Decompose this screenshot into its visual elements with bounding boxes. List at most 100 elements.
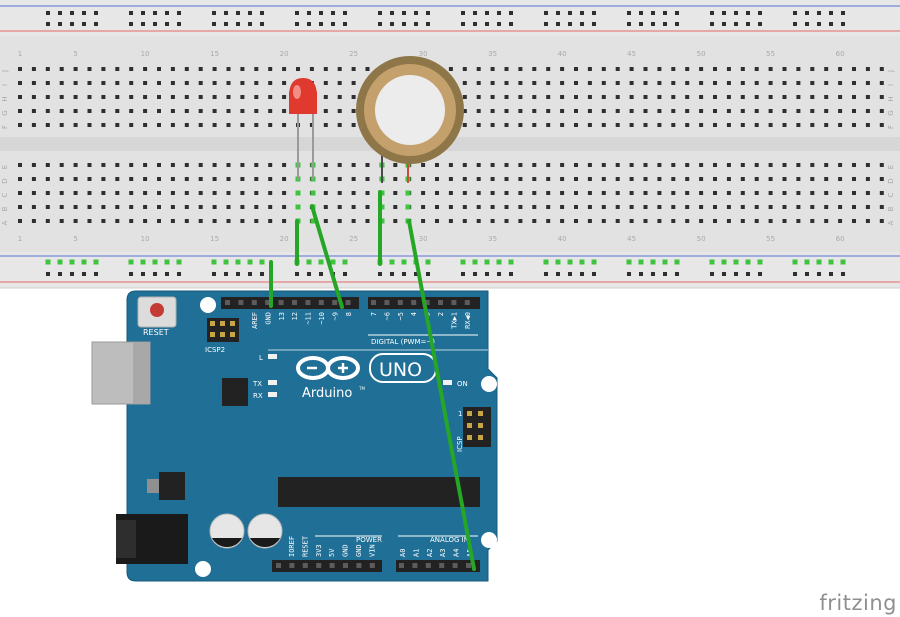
breadboard-hole[interactable] xyxy=(601,95,606,99)
breadboard-hole[interactable] xyxy=(115,95,120,99)
breadboard-hole[interactable] xyxy=(574,123,578,127)
breadboard-hole[interactable] xyxy=(560,219,565,223)
breadboard-hole[interactable] xyxy=(240,163,245,167)
breadboard-hole[interactable] xyxy=(101,219,106,223)
breadboard-hole[interactable] xyxy=(643,177,648,181)
rail-hole[interactable] xyxy=(793,22,797,26)
breadboard-hole[interactable] xyxy=(268,95,273,99)
breadboard-hole[interactable] xyxy=(740,191,745,195)
breadboard-hole[interactable] xyxy=(490,219,495,223)
breadboard-hole[interactable] xyxy=(782,95,787,99)
rail-hole[interactable] xyxy=(473,22,477,26)
rail-hole[interactable] xyxy=(319,22,323,26)
breadboard-hole[interactable] xyxy=(824,81,829,85)
breadboard-hole[interactable] xyxy=(824,95,829,99)
rail-hole[interactable] xyxy=(758,272,762,276)
breadboard-hole[interactable] xyxy=(587,81,592,85)
breadboard-hole[interactable] xyxy=(73,95,78,99)
breadboard-hole[interactable] xyxy=(699,205,704,209)
breadboard-hole[interactable] xyxy=(45,219,50,223)
breadboard-hole[interactable] xyxy=(518,123,523,127)
breadboard-hole[interactable] xyxy=(212,191,217,195)
rail-hole[interactable] xyxy=(710,272,714,276)
breadboard-hole[interactable] xyxy=(768,81,773,85)
rail-hole[interactable] xyxy=(461,11,465,15)
breadboard-hole[interactable] xyxy=(365,191,370,195)
rail-hole[interactable] xyxy=(580,22,584,26)
breadboard-hole[interactable] xyxy=(282,219,287,223)
rail-hole[interactable] xyxy=(675,272,679,276)
breadboard-hole[interactable] xyxy=(59,67,64,71)
rail-hole[interactable] xyxy=(153,272,157,276)
breadboard-hole[interactable] xyxy=(143,123,148,127)
breadboard-hole[interactable] xyxy=(129,123,134,127)
breadboard-hole[interactable] xyxy=(754,109,759,113)
rail-hole[interactable] xyxy=(141,11,145,15)
breadboard-hole[interactable] xyxy=(671,95,676,99)
breadboard-hole[interactable] xyxy=(462,67,467,71)
breadboard-hole[interactable] xyxy=(115,219,120,223)
breadboard-hole[interactable] xyxy=(282,177,287,181)
breadboard-hole[interactable] xyxy=(462,205,467,209)
breadboard-hole[interactable] xyxy=(685,95,690,99)
breadboard-hole[interactable] xyxy=(518,67,523,71)
breadboard-hole[interactable] xyxy=(560,109,565,113)
breadboard-hole[interactable] xyxy=(212,67,217,71)
breadboard-hole[interactable] xyxy=(796,163,801,167)
breadboard-hole[interactable] xyxy=(532,95,537,99)
breadboard-hole[interactable] xyxy=(671,219,676,223)
rail-hole[interactable] xyxy=(402,22,406,26)
breadboard-hole[interactable] xyxy=(629,177,634,181)
rail-hole[interactable] xyxy=(402,272,406,276)
rail-hole[interactable] xyxy=(260,11,264,15)
breadboard-hole[interactable] xyxy=(490,95,495,99)
breadboard-hole[interactable] xyxy=(18,67,22,71)
breadboard-hole[interactable] xyxy=(45,163,50,167)
breadboard-hole[interactable] xyxy=(504,123,509,127)
breadboard-hole[interactable] xyxy=(18,95,22,99)
breadboard-hole[interactable] xyxy=(629,95,634,99)
breadboard-hole[interactable] xyxy=(740,163,745,167)
breadboard-hole[interactable] xyxy=(629,191,634,195)
breadboard-hole[interactable] xyxy=(73,163,78,167)
breadboard-hole[interactable] xyxy=(129,219,134,223)
rail-hole[interactable] xyxy=(177,22,181,26)
rail-hole[interactable] xyxy=(212,22,216,26)
breadboard-hole[interactable] xyxy=(699,163,704,167)
breadboard-hole[interactable] xyxy=(796,177,801,181)
breadboard-hole[interactable] xyxy=(560,177,565,181)
rail-hole[interactable] xyxy=(129,272,133,276)
header-pin[interactable] xyxy=(466,563,471,568)
breadboard-hole[interactable] xyxy=(87,67,92,71)
breadboard-hole[interactable] xyxy=(45,67,50,71)
rail-hole[interactable] xyxy=(295,272,299,276)
rail-hole[interactable] xyxy=(319,272,323,276)
rail-hole[interactable] xyxy=(627,272,631,276)
breadboard-hole[interactable] xyxy=(546,219,551,223)
breadboard-hole[interactable] xyxy=(73,81,78,85)
breadboard-hole[interactable] xyxy=(268,191,273,195)
breadboard-hole[interactable] xyxy=(212,81,217,85)
breadboard-hole[interactable] xyxy=(796,123,801,127)
breadboard-hole[interactable] xyxy=(170,219,175,223)
rail-hole[interactable] xyxy=(544,11,548,15)
breadboard-hole[interactable] xyxy=(504,67,509,71)
rail-hole[interactable] xyxy=(378,272,382,276)
breadboard-hole[interactable] xyxy=(129,177,134,181)
breadboard-hole[interactable] xyxy=(685,123,690,127)
rail-hole[interactable] xyxy=(627,11,631,15)
breadboard-hole[interactable] xyxy=(810,123,815,127)
breadboard-hole[interactable] xyxy=(448,205,453,209)
rail-hole[interactable] xyxy=(402,11,406,15)
breadboard-hole[interactable] xyxy=(754,219,759,223)
breadboard-hole[interactable] xyxy=(212,205,217,209)
breadboard-hole[interactable] xyxy=(240,123,245,127)
header-pin[interactable] xyxy=(397,300,403,305)
breadboard-hole[interactable] xyxy=(115,163,120,167)
breadboard-hole[interactable] xyxy=(31,109,36,113)
rail-hole[interactable] xyxy=(414,272,418,276)
breadboard-hole[interactable] xyxy=(254,163,259,167)
breadboard-hole[interactable] xyxy=(18,109,22,113)
breadboard-hole[interactable] xyxy=(59,219,64,223)
breadboard-hole[interactable] xyxy=(685,163,690,167)
